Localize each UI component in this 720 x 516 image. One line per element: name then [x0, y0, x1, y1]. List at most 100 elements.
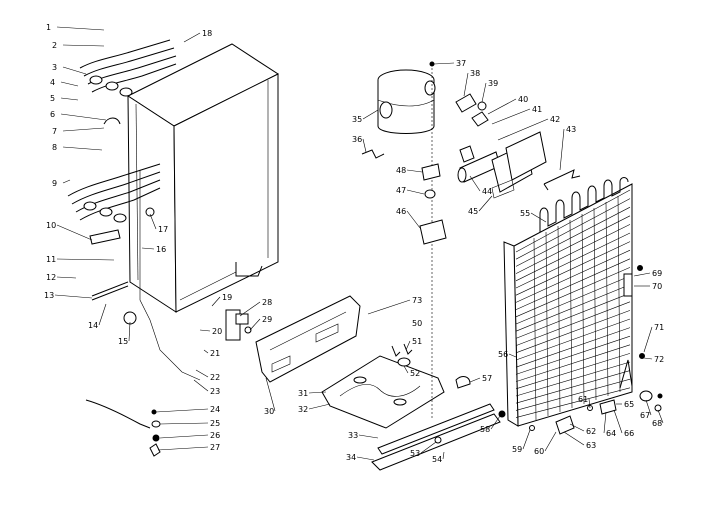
leader-line: [56, 26, 105, 31]
callout-number: 30: [264, 407, 274, 416]
leader-line: [657, 409, 664, 424]
callout-51: 51: [405, 337, 422, 351]
callout-number: 69: [652, 269, 662, 278]
callout-number: 28: [262, 298, 272, 307]
callout-30: 30: [264, 377, 276, 416]
leader-line: [157, 446, 209, 451]
callout-36: 36: [352, 135, 367, 153]
callout-number: 12: [46, 273, 56, 282]
callout-39: 39: [481, 79, 498, 103]
callout-31: 31: [298, 389, 327, 398]
callout-number: 7: [52, 127, 57, 136]
callout-47: 47: [396, 186, 425, 195]
callout-number: 59: [512, 445, 522, 454]
callout-24: 24: [155, 405, 220, 414]
condenser-coil: [503, 177, 633, 427]
callout-number: 31: [298, 389, 308, 398]
callout-70: 70: [634, 282, 662, 291]
callout-54: 54: [432, 451, 445, 464]
callout-12: 12: [46, 273, 77, 282]
leader-line: [613, 409, 623, 434]
callout-number: 36: [352, 135, 362, 144]
callout-number: 27: [210, 443, 220, 452]
base-bracket: [321, 355, 445, 429]
callout-18: 18: [183, 29, 212, 43]
callout-number: 51: [412, 337, 422, 346]
callout-number: 40: [518, 95, 528, 104]
leader-line: [481, 82, 487, 103]
callout-60: 60: [534, 431, 557, 456]
callout-21: 21: [203, 349, 220, 358]
callout-number: 3: [52, 63, 57, 72]
leader-line: [569, 423, 585, 432]
leader-line: [265, 377, 276, 412]
relay-component: [225, 309, 252, 341]
condenser-tubing-lower: [67, 163, 161, 245]
callout-number: 9: [52, 179, 57, 188]
leader-line: [420, 441, 437, 454]
leader-line: [183, 32, 201, 43]
callout-4: 4: [50, 78, 79, 87]
leader-line: [487, 98, 517, 115]
callout-number: 33: [348, 431, 358, 440]
leader-line: [362, 109, 379, 120]
callout-16: 16: [141, 245, 166, 254]
leader-line: [469, 377, 481, 383]
leader-line: [358, 434, 379, 439]
drain-rod: [91, 170, 201, 381]
leader-line: [603, 411, 607, 434]
cabinet-body: [126, 43, 280, 313]
callout-number: 48: [396, 166, 406, 175]
leader-line: [645, 399, 652, 416]
leader-line: [522, 429, 531, 450]
leader-line: [195, 369, 209, 378]
callout-14: 14: [88, 303, 107, 330]
grommets-center: [419, 163, 447, 245]
leader-line: [203, 349, 209, 354]
leader-line: [60, 97, 79, 101]
callout-number: 63: [586, 441, 596, 450]
leader-line: [56, 224, 93, 241]
leader-line: [643, 357, 653, 360]
leader-line: [128, 321, 131, 342]
callout-45: 45: [468, 195, 493, 216]
callout-17: 17: [149, 213, 168, 234]
callout-44: 44: [469, 175, 492, 196]
callout-number: 24: [210, 405, 220, 414]
leader-line: [405, 340, 411, 351]
callout-number: 17: [158, 225, 168, 234]
leader-line: [406, 169, 423, 173]
leader-line: [469, 175, 481, 192]
loose-parts-left: [85, 399, 161, 457]
leader-line: [56, 276, 77, 279]
callout-46: 46: [396, 207, 421, 229]
callout-40: 40: [487, 95, 528, 115]
leader-line: [633, 272, 651, 277]
leader-line: [211, 296, 221, 307]
callout-41: 41: [491, 105, 542, 125]
leader-line: [308, 403, 331, 410]
callout-number: 16: [156, 245, 166, 254]
callout-37: 37: [433, 59, 466, 68]
callout-number: 6: [50, 110, 55, 119]
callout-number: 70: [652, 282, 662, 291]
callout-number: 67: [640, 411, 650, 420]
clip-36: [361, 149, 385, 159]
callout-number: 44: [482, 187, 492, 196]
callout-34: 34: [346, 453, 375, 462]
callout-1: 1: [46, 23, 105, 32]
leader-line: [490, 415, 501, 430]
leader-line: [239, 301, 261, 317]
callout-53: 53: [410, 441, 437, 458]
callout-number: 45: [468, 207, 478, 216]
callout-number: 43: [566, 125, 576, 134]
callout-38: 38: [463, 69, 480, 97]
callout-number: 39: [488, 79, 498, 88]
callout-number: 15: [118, 337, 128, 346]
leader-line: [199, 329, 211, 332]
leader-line: [497, 118, 549, 141]
leader-line: [159, 422, 209, 425]
leader-line: [356, 456, 375, 461]
callout-5: 5: [50, 94, 79, 103]
